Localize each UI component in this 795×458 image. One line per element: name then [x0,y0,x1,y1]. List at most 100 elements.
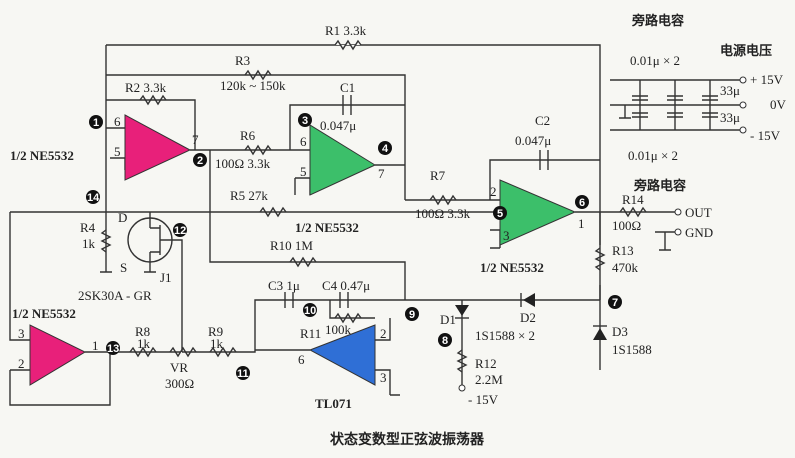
bypass-bottom-label: 旁路电容 [633,178,686,194]
label-r6-value: 100Ω 3.3k [215,156,271,171]
svg-text:14: 14 [87,192,100,204]
label-vr-value: 300Ω [165,376,194,391]
bypass-top-label: 旁路电容 [631,13,684,29]
label-r11: R11 [300,326,321,341]
node-9: 9 [405,307,419,321]
label-r6: R6 [240,128,256,143]
label-r14-value: 100Ω [612,218,641,233]
pin-label: 5 [114,144,121,159]
label-j1-part: 2SK30A - GR [78,288,152,303]
node-13: 13 [106,341,120,355]
node-3: 3 [298,113,312,127]
diodes [455,293,607,340]
label-r12-value: 2.2M [475,372,503,387]
label-jfet-s: S [120,260,127,275]
pin-label: 3 [380,370,387,385]
label-r9: R9 [208,324,223,339]
svg-text:10: 10 [304,305,316,317]
label-r11-value: 100k [325,322,352,337]
label-gnd: GND [685,225,713,240]
pin-label: 7 [378,166,385,181]
node-markers: 1 2 3 4 5 6 7 8 9 10 11 12 13 14 [86,113,622,380]
terminals [458,76,747,392]
label-d3-part: 1S1588 [612,342,652,357]
node-4: 4 [378,141,392,155]
svg-text:2: 2 [197,155,203,167]
opamp-u3 [499,179,577,246]
svg-text:7: 7 [612,297,618,309]
label-vr: VR [170,360,188,375]
bypass-top-value: 0.01μ × 2 [630,53,680,68]
resistors [100,39,647,373]
node-12: 12 [173,223,187,237]
svg-text:9: 9 [409,309,415,321]
svg-text:11: 11 [237,368,249,380]
pin-label: 6 [114,114,121,129]
label-neg15: - 15V [468,392,499,407]
supply-zero: 0V [770,97,787,112]
node-8: 8 [438,333,452,347]
label-c2: C2 [535,113,550,128]
label-d1: D1 [440,312,456,327]
label-j1: J1 [160,270,172,285]
cap-33u-2: 33μ [720,110,740,125]
label-u3: 1/2 NE5532 [480,260,544,275]
label-r13-value: 470k [612,260,639,275]
pin-label: 3 [18,326,25,341]
node-1: 1 [89,115,103,129]
label-u4: 1/2 NE5532 [12,306,76,321]
opamp-u2 [309,124,377,196]
label-r4: R4 [80,220,96,235]
jfet-j1 [127,217,173,263]
pin-label: 2 [490,184,497,199]
label-r9-value: 1k [210,336,224,351]
pin-label: 7 [192,132,199,147]
label-r3-value: 120k ~ 150k [220,78,286,93]
diagram-title: 状态变数型正弦波振荡器 [330,431,485,448]
label-c1-value: 0.047μ [320,118,356,133]
label-r10: R10 1M [270,238,313,253]
label-c4: C4 0.47μ [322,278,370,293]
wires [9,44,740,406]
opamp-u5 [308,324,376,386]
node-10: 10 [303,303,317,317]
label-r4-value: 1k [82,236,96,251]
label-jfet-d: D [118,210,127,225]
opamp-u4 [29,324,87,386]
bypass-bottom-value: 0.01μ × 2 [628,148,678,163]
pin-label: 6 [300,134,307,149]
svg-text:8: 8 [442,335,448,347]
ground-symbols [100,117,671,396]
svg-text:4: 4 [382,143,389,155]
label-c1: C1 [340,80,355,95]
label-c3: C3 1μ [268,278,300,293]
pin-label: 2 [18,356,25,371]
svg-text:5: 5 [497,208,503,220]
label-r13: R13 [612,243,634,258]
node-7: 7 [608,295,622,309]
supply-plus: + 15V [750,72,784,87]
label-r3: R3 [235,53,250,68]
label-u1: 1/2 NE5532 [10,148,74,163]
node-5: 5 [493,206,507,220]
svg-text:13: 13 [107,343,119,355]
label-u5: TL071 [315,396,352,411]
label-d3: D3 [612,324,628,339]
label-u2: 1/2 NE5532 [295,220,359,235]
node-11: 11 [236,366,250,380]
pin-label: 2 [380,326,387,341]
pin-label: 1 [92,338,99,353]
pin-label: 3 [503,228,510,243]
supply-label: 电源电压 [720,43,772,59]
label-c2-value: 0.047μ [515,133,551,148]
label-d2: D2 [520,310,536,325]
label-r8: R8 [135,324,150,339]
label-d12-part: 1S1588 × 2 [475,328,535,343]
svg-text:12: 12 [174,225,186,237]
label-r7: R7 [430,168,446,183]
supply-minus: - 15V [750,128,781,143]
label-r14: R14 [622,192,644,207]
label-r12: R12 [475,356,497,371]
label-r5: R5 27k [230,188,268,203]
